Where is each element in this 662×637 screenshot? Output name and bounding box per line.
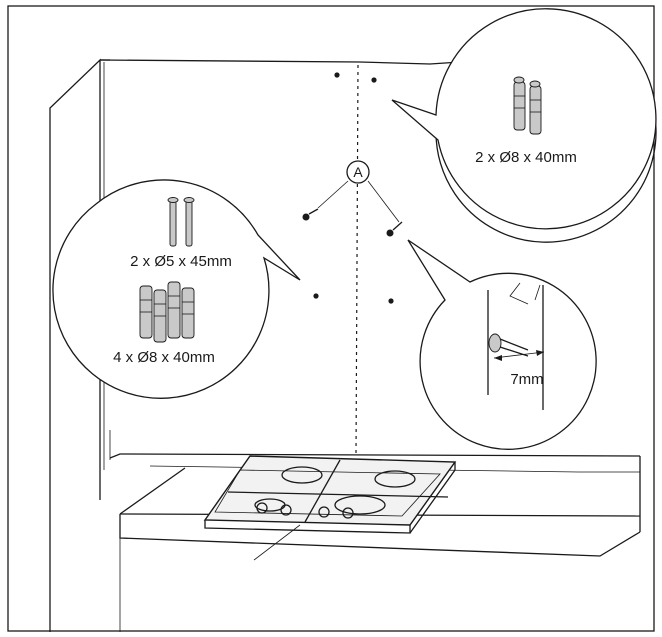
drill-holes — [302, 72, 403, 304]
knob — [342, 507, 354, 519]
knob — [256, 502, 268, 514]
knob — [318, 506, 330, 518]
screw-in-wall — [386, 221, 403, 237]
drill-hole — [371, 77, 377, 83]
wall-section — [487, 282, 544, 410]
gas-hob-icon — [203, 455, 457, 534]
plugs-large-label: 2 x Ø8 x 40mm — [475, 149, 577, 166]
screws-small-label: 2 x Ø5 x 45mm — [130, 253, 232, 270]
depth-detail-bubble: 7mm — [407, 239, 597, 450]
screw-in-wall — [302, 208, 319, 221]
burner — [374, 470, 416, 488]
screw-icon — [167, 197, 195, 247]
diagram-frame — [7, 5, 655, 632]
depth-label: 7mm — [510, 371, 543, 388]
drill-hole — [334, 72, 340, 78]
callout-a: A — [317, 160, 400, 223]
drill-hole — [388, 298, 394, 304]
burner — [334, 495, 386, 515]
callout-a-circle — [346, 160, 370, 184]
center-line — [355, 64, 359, 456]
burner — [281, 466, 323, 484]
left-parts-bubble: 2 x Ø5 x 45mm 4 x Ø8 x 40mm — [52, 179, 301, 399]
screw-icon — [488, 333, 529, 357]
wall-plug-icon — [513, 76, 542, 135]
callout-a-letter: A — [353, 164, 363, 180]
wall-plug-icon — [139, 281, 195, 343]
top-right-parts-bubble: 2 x Ø8 x 40mm — [391, 8, 657, 243]
drill-hole — [313, 293, 319, 299]
plugs-small-label: 4 x Ø8 x 40mm — [113, 349, 215, 366]
knob — [280, 504, 292, 516]
depth-dimension — [493, 350, 545, 361]
